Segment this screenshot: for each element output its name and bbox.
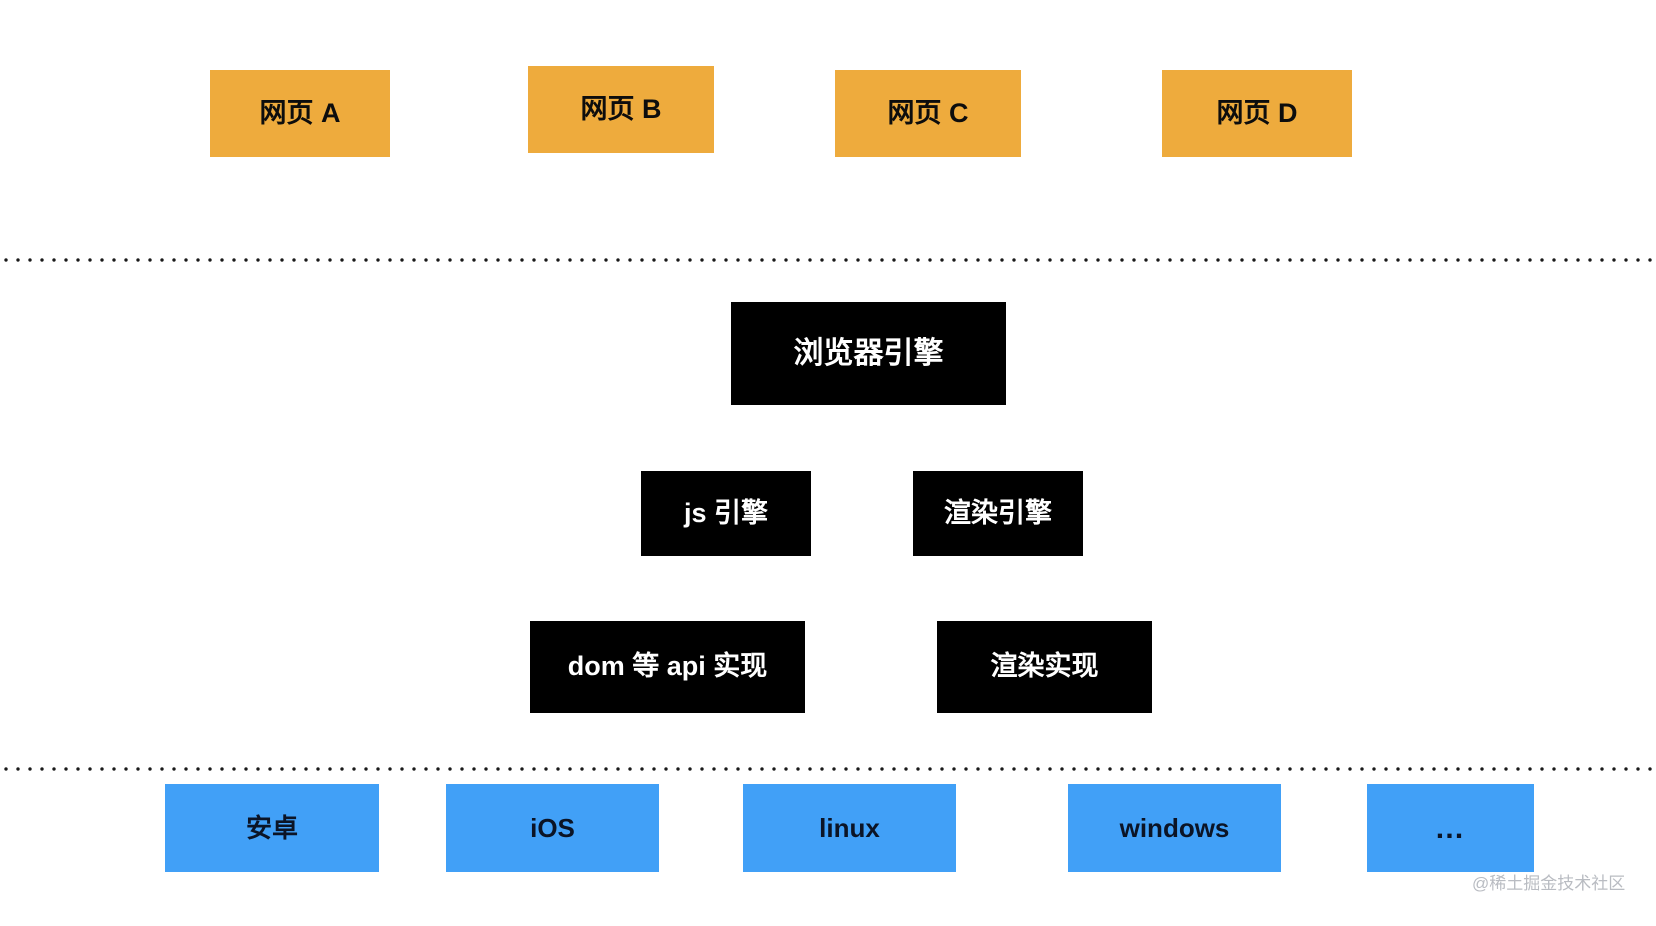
node-os-android[interactable]: 安卓 xyxy=(165,784,379,872)
node-label: 网页 B xyxy=(580,93,662,124)
divider-top xyxy=(0,258,1656,262)
divider-bottom xyxy=(0,767,1656,771)
node-label: 网页 A xyxy=(259,97,341,128)
node-os-windows[interactable]: windows xyxy=(1068,784,1281,872)
node-label: dom 等 api 实现 xyxy=(567,651,768,682)
node-render-engine[interactable]: 渲染引擎 xyxy=(913,471,1083,556)
node-js-engine[interactable]: js 引擎 xyxy=(641,471,811,556)
node-browser-engine[interactable]: 浏览器引擎 xyxy=(731,302,1006,405)
node-label: 浏览器引擎 xyxy=(793,337,944,370)
node-label: 网页 D xyxy=(1216,97,1298,128)
node-page-a[interactable]: 网页 A xyxy=(210,70,390,157)
node-label: 安卓 xyxy=(245,812,298,843)
node-label: iOS xyxy=(530,812,575,843)
node-label: … xyxy=(1434,811,1467,845)
node-page-b[interactable]: 网页 B xyxy=(528,66,714,153)
node-label: js 引擎 xyxy=(683,497,769,528)
node-label: 渲染实现 xyxy=(990,651,1099,682)
node-label: 网页 C xyxy=(887,97,969,128)
node-os-others[interactable]: … xyxy=(1367,784,1534,872)
node-os-linux[interactable]: linux xyxy=(743,784,956,872)
node-dom-api-impl[interactable]: dom 等 api 实现 xyxy=(530,621,805,713)
node-label: 渲染引擎 xyxy=(944,497,1052,528)
node-label: windows xyxy=(1119,812,1230,843)
node-label: linux xyxy=(819,812,880,843)
node-page-c[interactable]: 网页 C xyxy=(835,70,1021,157)
node-page-d[interactable]: 网页 D xyxy=(1162,70,1352,157)
node-render-impl[interactable]: 渲染实现 xyxy=(937,621,1152,713)
node-os-ios[interactable]: iOS xyxy=(446,784,659,872)
watermark: @稀土掘金技术社区 xyxy=(1472,874,1626,893)
